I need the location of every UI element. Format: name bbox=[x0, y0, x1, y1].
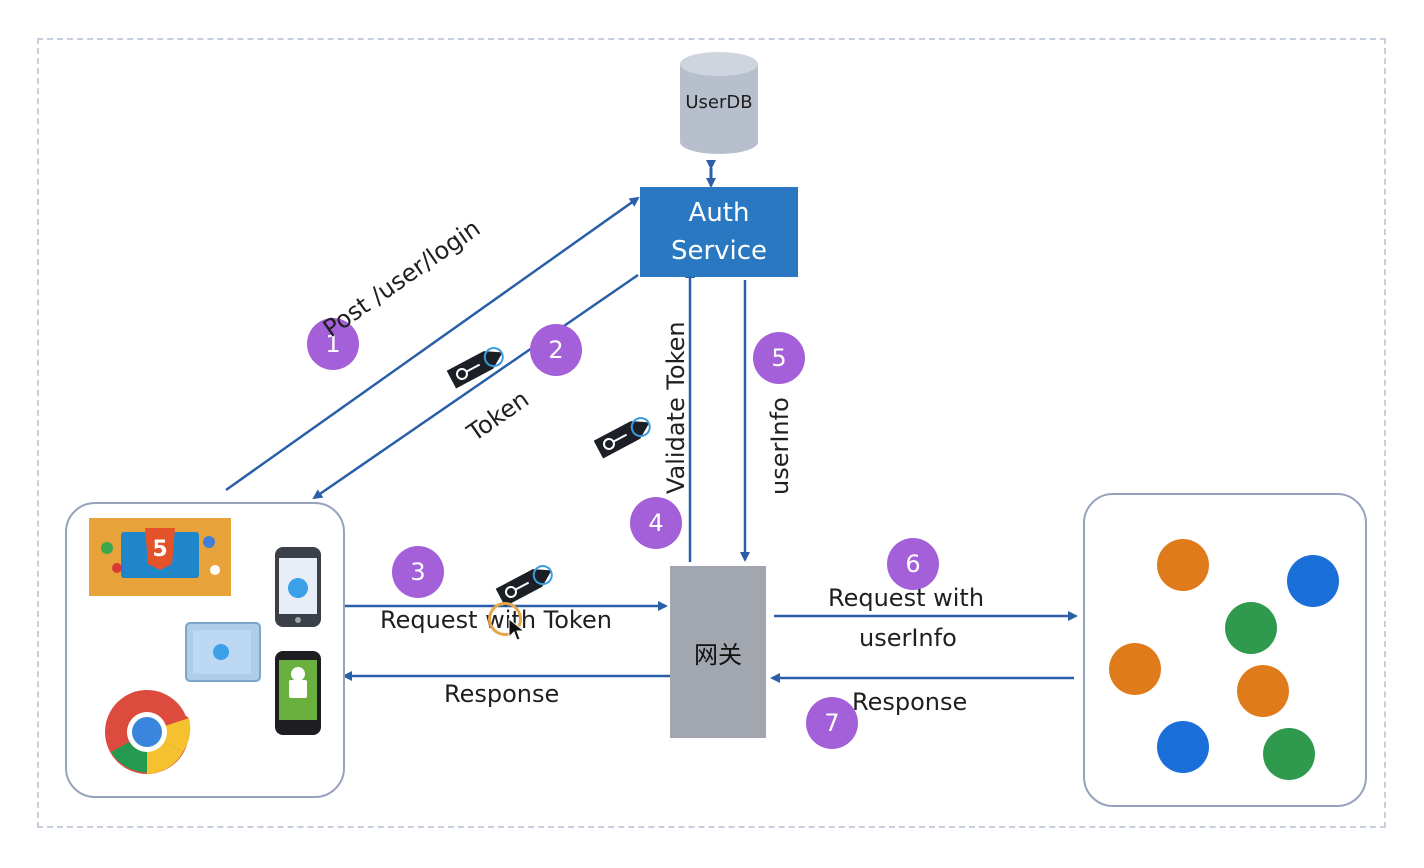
step-badge-3: 3 bbox=[392, 546, 444, 598]
auth-label-line2: Service bbox=[670, 236, 768, 266]
response-right-label: Response bbox=[852, 688, 968, 716]
gateway-label: 网关 bbox=[694, 640, 742, 669]
key-tag-icon bbox=[446, 347, 504, 389]
service-node bbox=[1263, 728, 1315, 780]
mouse-cursor-icon bbox=[508, 618, 526, 641]
key-tag-icon bbox=[495, 565, 553, 607]
service-node bbox=[1157, 539, 1209, 591]
request-userinfo-label: userInfo bbox=[859, 624, 957, 652]
step-badge-5: 5 bbox=[753, 332, 805, 384]
auth-service-box: Auth Service bbox=[640, 187, 798, 277]
auth-label-line1: Auth bbox=[688, 198, 750, 228]
html5-icon: 5 bbox=[89, 518, 231, 596]
userdb-cylinder bbox=[680, 52, 758, 154]
svg-text:5: 5 bbox=[152, 537, 167, 562]
service-node bbox=[1109, 643, 1161, 695]
step-badge-1: 1 bbox=[307, 318, 359, 370]
gateway-box: 网关 bbox=[670, 566, 766, 738]
step-badge-7: 7 bbox=[806, 697, 858, 749]
step-badge-2: 2 bbox=[530, 324, 582, 376]
response-left-label: Response bbox=[444, 680, 560, 708]
service-node bbox=[1157, 721, 1209, 773]
ipad-icon bbox=[185, 622, 261, 682]
request-with-label: Request with bbox=[828, 584, 985, 612]
step-badge-4: 4 bbox=[630, 497, 682, 549]
chrome-icon bbox=[105, 690, 191, 774]
login-arrow bbox=[225, 196, 640, 492]
service-node bbox=[1237, 665, 1289, 717]
client-box: 5 bbox=[65, 502, 345, 798]
cursor-highlight bbox=[488, 602, 522, 636]
service-node bbox=[1287, 555, 1339, 607]
token-return-arrow bbox=[312, 273, 639, 500]
userinfo-label: userInfo bbox=[766, 397, 794, 495]
userdb-label: UserDB bbox=[685, 92, 753, 113]
validate-token-label: Validate Token bbox=[662, 321, 690, 494]
iphone-icon bbox=[275, 547, 321, 627]
step-badge-6: 6 bbox=[887, 538, 939, 590]
service-node bbox=[1225, 602, 1277, 654]
android-phone-icon bbox=[275, 651, 321, 735]
key-tag-icon bbox=[593, 417, 651, 459]
services-box bbox=[1083, 493, 1367, 807]
